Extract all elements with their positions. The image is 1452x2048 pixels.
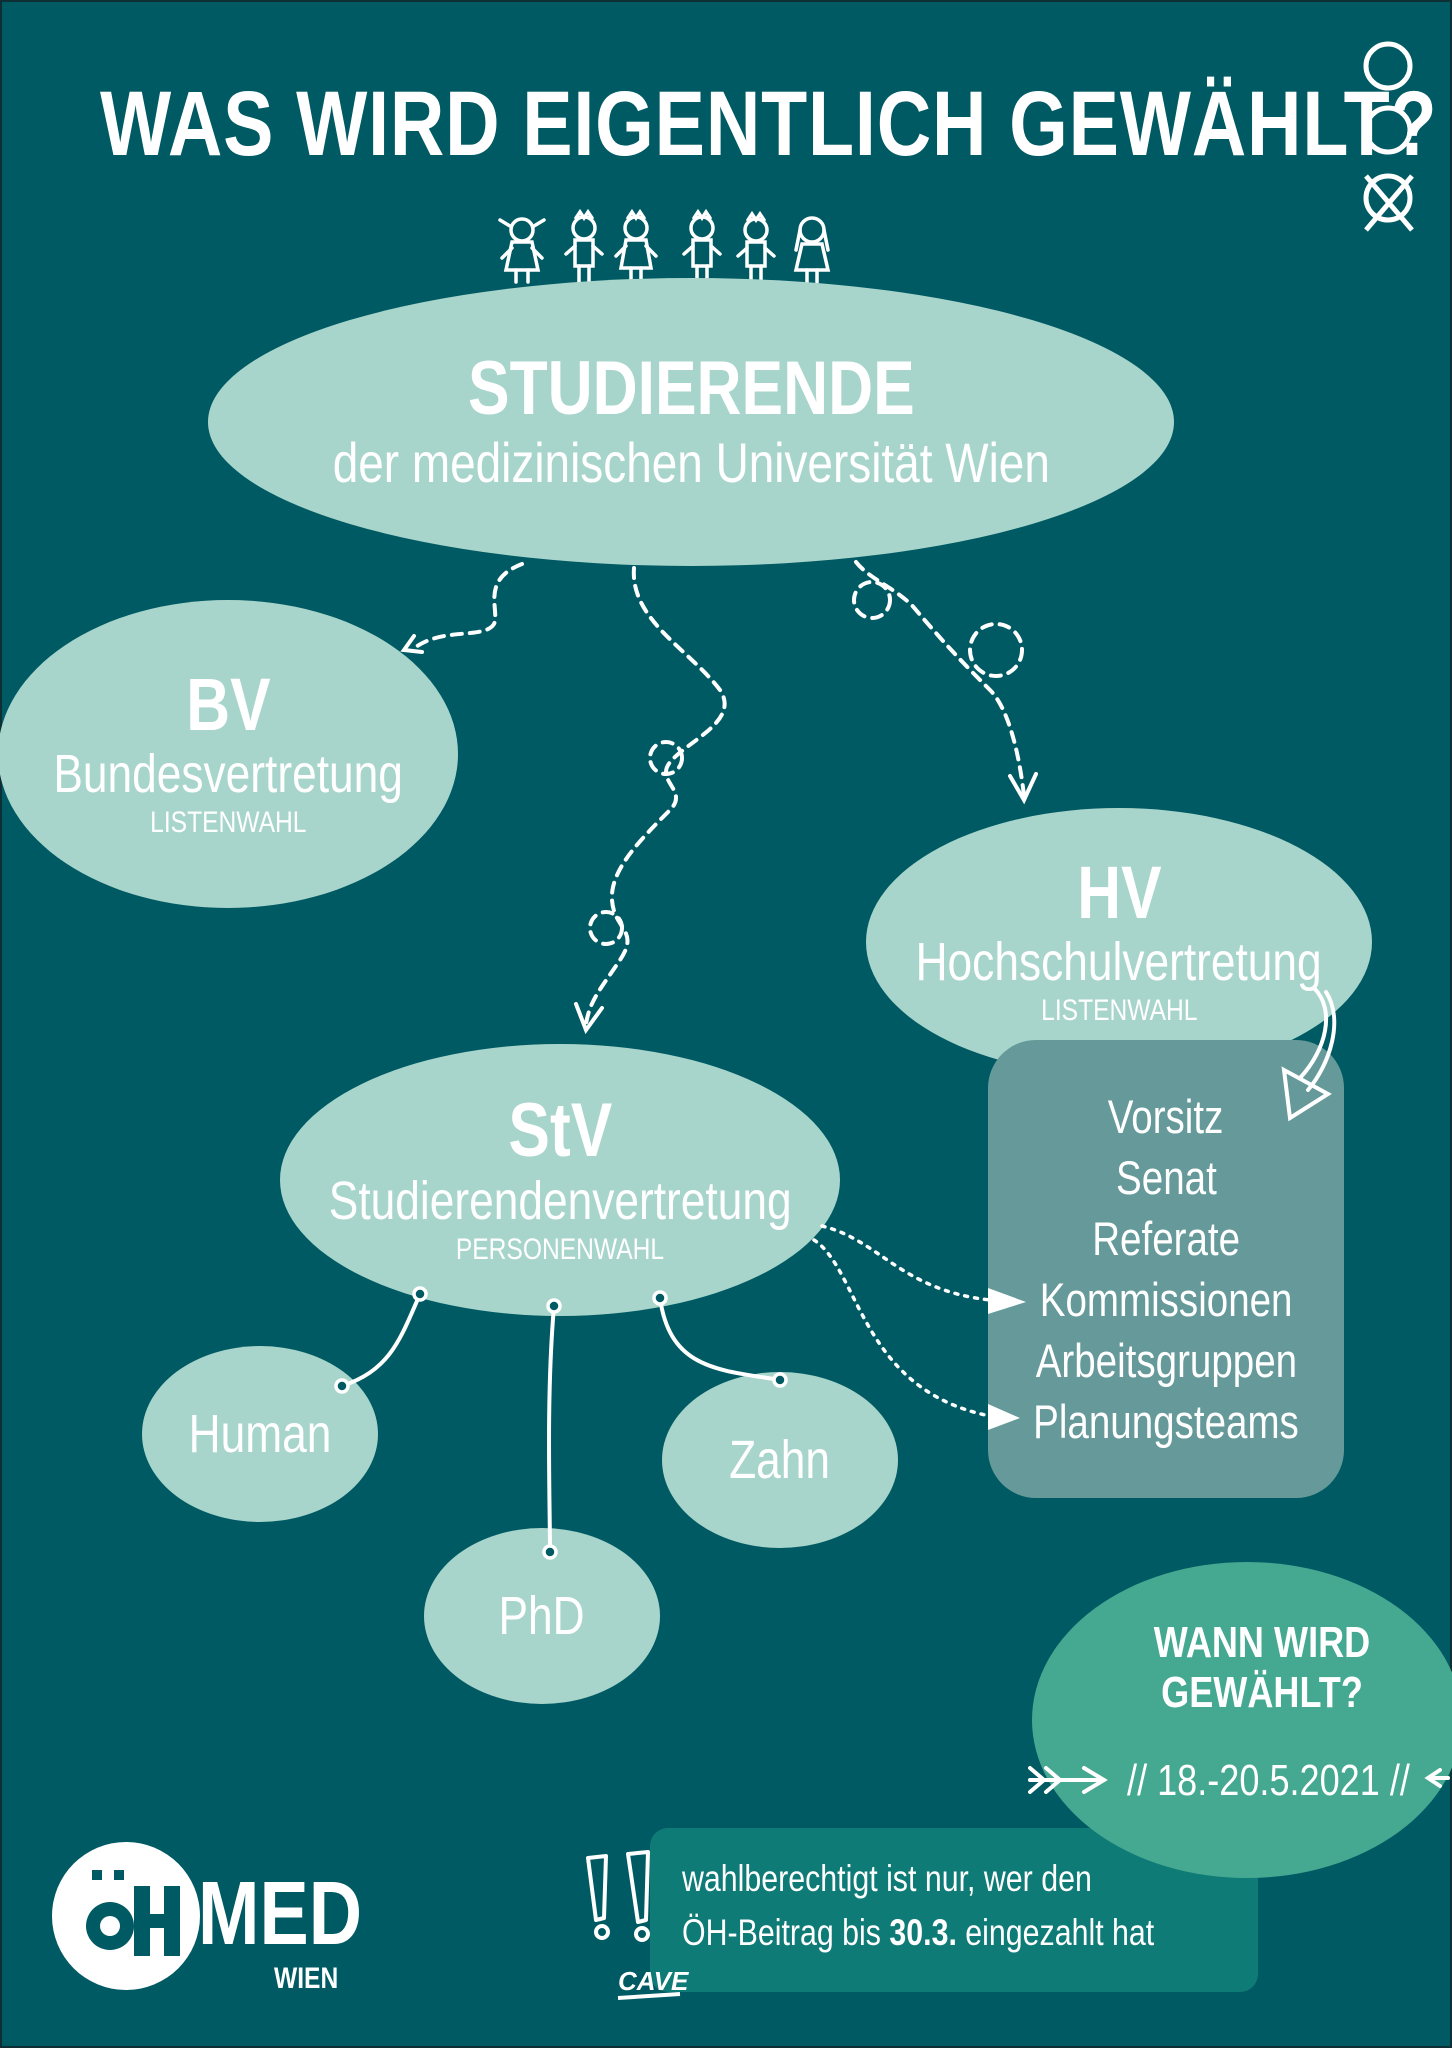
branch-human: Human bbox=[142, 1346, 378, 1522]
stv-mode: PERSONENWAHL bbox=[455, 1233, 665, 1266]
branch-zahn: Zahn bbox=[662, 1372, 898, 1548]
when-oval bbox=[1032, 1562, 1452, 1878]
eligibility-notice-text: wahlberechtigt ist nur, wer den ÖH-Beitr… bbox=[682, 1852, 1258, 1960]
hv-bodies-box: Vorsitz Senat Referate Kommissionen Arbe… bbox=[988, 1040, 1344, 1498]
bv-oval: BV Bundesvertretung LISTENWAHL bbox=[0, 600, 458, 908]
stv-abbr: StV bbox=[508, 1088, 612, 1173]
notice-line-2-start: ÖH-Beitrag bis bbox=[682, 1912, 881, 1953]
logo-text: MED bbox=[198, 1864, 362, 1964]
oeh-logo-icon bbox=[52, 1842, 200, 1990]
stv-oval: StV Studierendenvertretung PERSONENWAHL bbox=[280, 1044, 840, 1316]
notice-deadline: 30.3. bbox=[889, 1912, 957, 1953]
studierende-oval: STUDIERENDE der medizinischen Universitä… bbox=[208, 278, 1174, 566]
hv-abbr: HV bbox=[1076, 851, 1162, 934]
hv-body-item: Referate bbox=[1092, 1212, 1240, 1265]
bv-mode: LISTENWAHL bbox=[149, 806, 307, 839]
cave-label: CAVE bbox=[618, 1966, 689, 1996]
hv-name: Hochschulvertretung bbox=[915, 932, 1323, 992]
logo-subtext: WIEN bbox=[274, 1962, 339, 1995]
when-question: WANN WIRD GEWÄHLT? bbox=[1153, 1618, 1371, 1717]
hv-body-item: Arbeitsgruppen bbox=[1035, 1334, 1297, 1387]
branch-phd: PhD bbox=[424, 1528, 660, 1704]
notice-line-2-end: eingezahlt hat bbox=[965, 1912, 1155, 1953]
studierende-subtitle: der medizinischen Universität Wien bbox=[332, 431, 1050, 494]
stv-name: Studierendenvertretung bbox=[328, 1171, 792, 1231]
hv-body-item: Kommissionen bbox=[1039, 1273, 1293, 1326]
bv-abbr: BV bbox=[185, 663, 271, 746]
studierende-heading: STUDIERENDE bbox=[467, 346, 915, 431]
hv-body-item: Vorsitz bbox=[1108, 1090, 1224, 1143]
hv-oval: HV Hochschulvertretung LISTENWAHL bbox=[866, 808, 1372, 1076]
election-dates: // 18.-20.5.2021 // bbox=[1127, 1756, 1410, 1805]
hv-body-item: Planungsteams bbox=[1033, 1395, 1299, 1448]
bv-name: Bundesvertretung bbox=[53, 744, 403, 804]
hv-mode: LISTENWAHL bbox=[1040, 994, 1198, 1027]
notice-line-1: wahlberechtigt ist nur, wer den bbox=[682, 1858, 1092, 1899]
hv-body-item: Senat bbox=[1115, 1151, 1217, 1204]
